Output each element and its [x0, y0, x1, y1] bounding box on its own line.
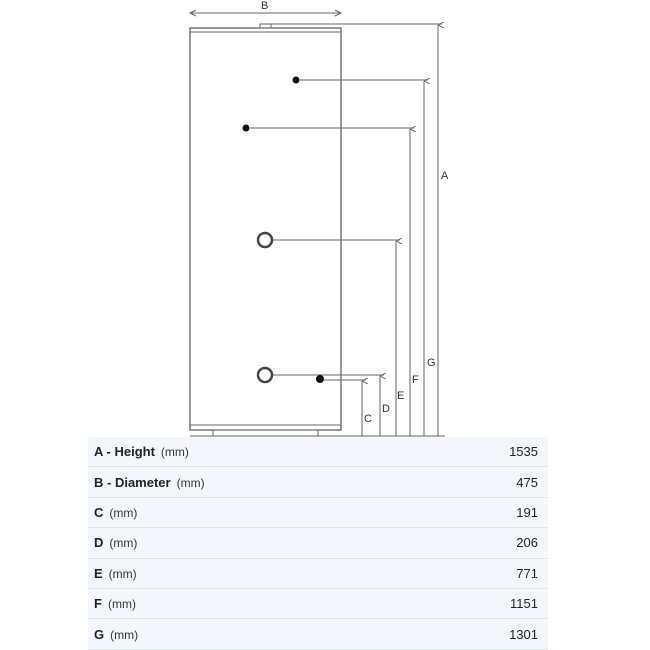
dim-value: 191 — [516, 504, 538, 520]
label-a: A — [441, 170, 449, 182]
dim-value: 771 — [516, 565, 538, 581]
table-row: D (mm) 206 — [88, 528, 548, 559]
dim-name: Height — [114, 444, 155, 460]
table-row: A - Height(mm)1535 — [88, 437, 548, 468]
table-row: G (mm) 1301 — [88, 619, 548, 650]
dim-unit: (mm) — [110, 627, 139, 642]
dim-key: D — [94, 535, 104, 551]
dim-key: G — [94, 626, 105, 642]
tank-base — [212, 429, 319, 437]
dim-unit: (mm) — [107, 597, 136, 612]
dim-unit: (mm) — [160, 445, 189, 460]
dim-unit: (mm) — [109, 505, 138, 520]
dim-key: B — [94, 474, 104, 490]
table-row: B - Diameter(mm)475 — [88, 467, 548, 498]
cylinder-dimension-diagram: B A G F E D C — [188, 0, 449, 437]
connection-port — [242, 124, 250, 132]
dim-key: E — [94, 565, 103, 581]
label-e: E — [397, 390, 404, 402]
dim-value: 475 — [516, 474, 538, 490]
dim-unit: (mm) — [176, 475, 205, 490]
dim-unit: (mm) — [109, 536, 138, 551]
table-row: E (mm) 771 — [88, 558, 548, 589]
coil-port — [256, 231, 274, 249]
dim-value: 1301 — [509, 626, 538, 642]
connection-port — [316, 375, 324, 383]
dim-key: F — [94, 596, 102, 612]
table-row: F (mm) 1151 — [88, 588, 548, 620]
table-row: C (mm) 191 — [88, 497, 548, 529]
tank-top-fitting — [259, 23, 272, 29]
connection-port — [292, 76, 300, 84]
dim-unit: (mm) — [108, 566, 137, 581]
dim-name: Diameter — [114, 474, 171, 490]
dim-key: A — [94, 444, 103, 460]
dim-value: 1535 — [509, 444, 538, 460]
coil-port — [256, 366, 274, 384]
label-c: C — [364, 413, 372, 425]
label-g: G — [427, 357, 436, 369]
label-b: B — [261, 0, 268, 12]
dimensions-table: A - Height(mm)1535 B - Diameter(mm)475 C… — [88, 437, 548, 650]
label-f: F — [412, 374, 419, 386]
dim-value: 206 — [516, 535, 538, 551]
label-d: D — [382, 403, 390, 415]
dim-value: 1151 — [510, 596, 538, 612]
dim-key: C — [94, 504, 104, 520]
